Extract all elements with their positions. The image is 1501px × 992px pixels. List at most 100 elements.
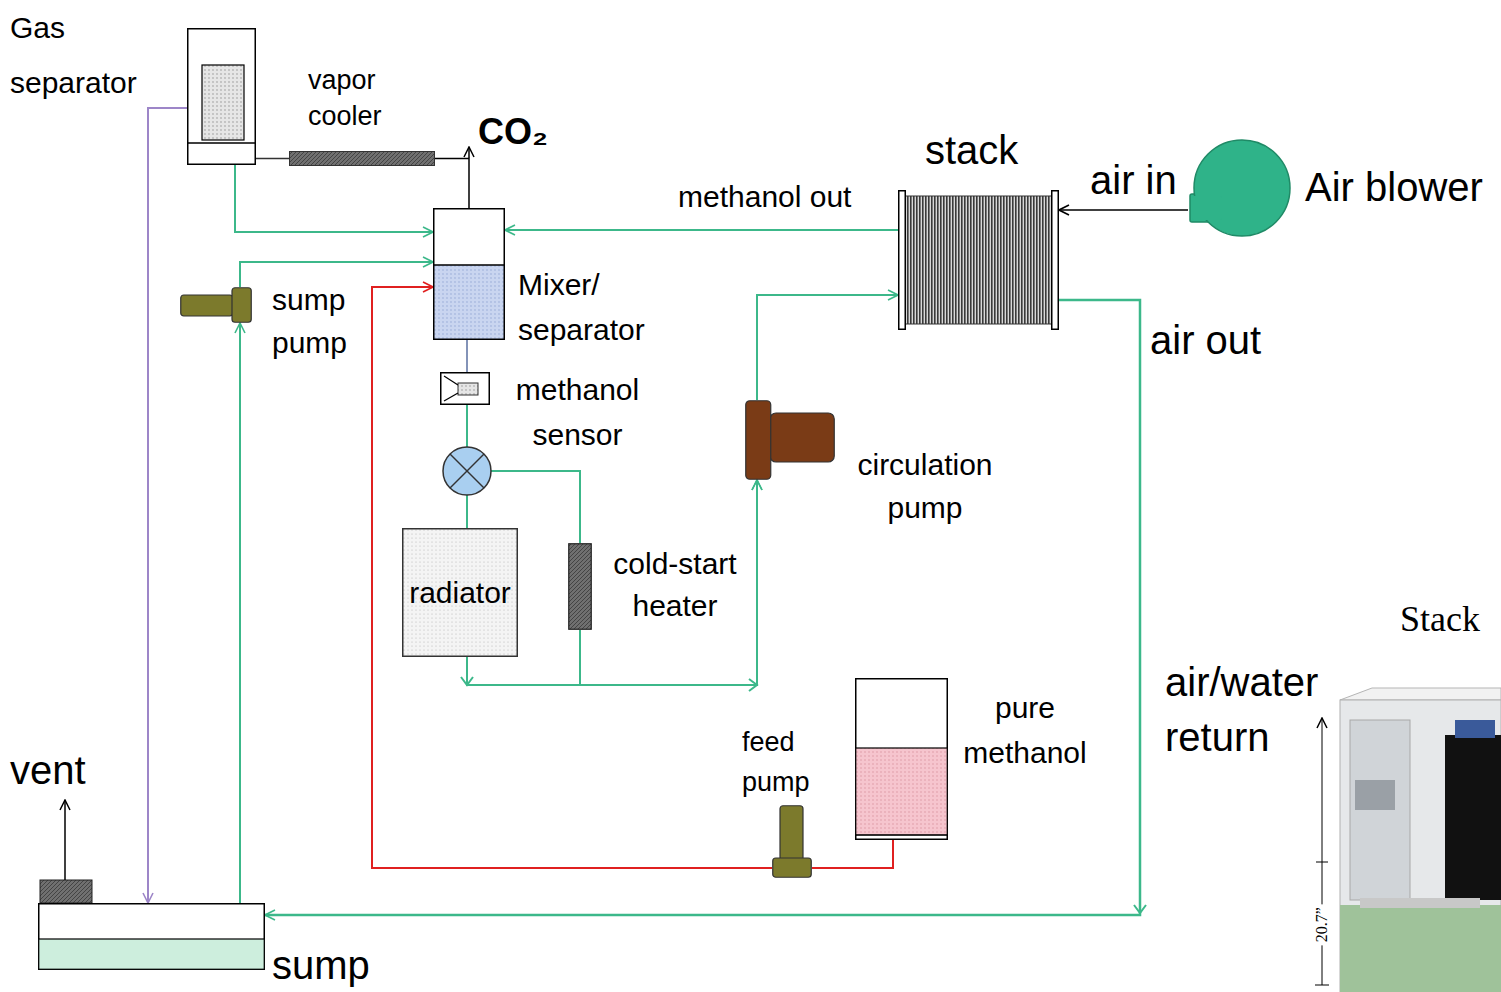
component-label: methanol sensor [505,367,650,457]
node-outline [568,543,592,630]
node-outline [855,678,948,840]
methanol-tank: pure methanol [855,678,948,840]
pipe-connector [372,287,772,868]
feed-pump: feed pump [772,805,812,878]
shape-part [434,209,505,340]
shape-part [1052,191,1059,330]
node-outline [38,903,265,970]
shape-part [441,373,490,405]
shape-part [434,265,505,339]
vent-cap [40,880,92,903]
stack-block [1445,735,1501,900]
pipe-connector [466,340,468,372]
shape-part [444,376,458,385]
shape-part [780,806,803,861]
shape-part [202,65,244,140]
shape-part [1190,194,1226,222]
shape-part [1194,140,1290,236]
component-label: radiator [409,576,511,609]
pipe-connector [1059,209,1188,211]
valve-symbol [443,447,491,495]
shape-part [458,383,478,395]
shape-part [569,544,592,630]
shape-part [770,413,834,462]
edge-label: methanol out [678,180,851,213]
vent-arrow [64,800,66,880]
radiator: radiator [402,528,518,657]
component-label: feed pump [742,722,827,802]
air-blower: Air blower [1188,138,1292,242]
shape-part [188,143,256,164]
co2-outlet-arrow [468,147,470,158]
component-label: Air blower [1305,165,1483,209]
pipe-connector [435,159,469,209]
shape-part [403,529,518,657]
shape-part [1192,196,1222,220]
valve-cross [450,454,484,488]
dimension-label: 20.7” [1312,904,1332,945]
pipe-connector [239,323,241,903]
edge-label: air out [1150,318,1261,362]
shape-part [444,393,458,401]
node-outline [433,208,505,340]
shape-part [39,939,265,969]
node-outline [180,287,252,323]
shape-part [188,29,256,165]
stack-illustration [1340,688,1501,992]
housing-part [1455,720,1495,738]
gas-separator: Gas separator [187,28,256,165]
node-outline [772,805,812,878]
component-label: vapor cooler [308,62,408,134]
dimension-tick [1315,985,1329,986]
node-outline [187,28,256,165]
shape-part [899,191,906,330]
fuel-cell-stack: stack [898,190,1059,330]
cold-start-heater: cold-start heater [568,543,592,630]
component-label: cold-start heater [600,543,750,627]
housing-part [1350,720,1410,900]
shape-part [746,401,771,480]
base-plate [1340,905,1501,992]
pipe-connector [235,165,433,232]
pipe-connector [256,158,289,160]
housing-part [1360,898,1480,908]
annotation-label: CO₂ [478,112,548,152]
vapor-cooler: vapor cooler [289,151,435,166]
shape-part [856,679,948,840]
annotation-label: vent [10,748,86,792]
edge-label: air in [1090,158,1177,202]
pipe-connector [812,840,893,868]
shape-part [773,858,812,877]
component-label: sump [272,943,370,987]
node-outline [1188,138,1292,242]
shape-part [232,288,251,323]
annotation-label: Stack [1400,600,1480,640]
component-label: pure methanol [950,685,1100,775]
component-label: sump pump [272,278,372,364]
shape-part [856,748,948,835]
pipe-connector [265,300,1140,915]
shape-part [39,904,265,970]
component-label: Gas separator [10,0,160,110]
sump-tank: sump [38,903,265,970]
shape-part [905,196,1052,324]
pipe-connector [580,480,757,685]
dimension-tick [1316,862,1328,863]
shape-part [181,295,233,316]
pipe-connector [148,108,187,903]
mixer-separator: Mixer/ separator [433,208,505,340]
housing-top [1340,688,1501,700]
node-outline [898,190,1059,330]
component-label: circulation pump [845,443,1005,529]
sump-pump: sump pump [180,287,252,323]
pipe-connector [505,229,898,231]
pipe-connector [757,295,898,400]
valve-cross [450,454,484,488]
methanol-sensor: methanol sensor [440,372,490,405]
housing-part [1355,780,1395,810]
shape-part [290,152,435,166]
housing [1340,700,1501,992]
